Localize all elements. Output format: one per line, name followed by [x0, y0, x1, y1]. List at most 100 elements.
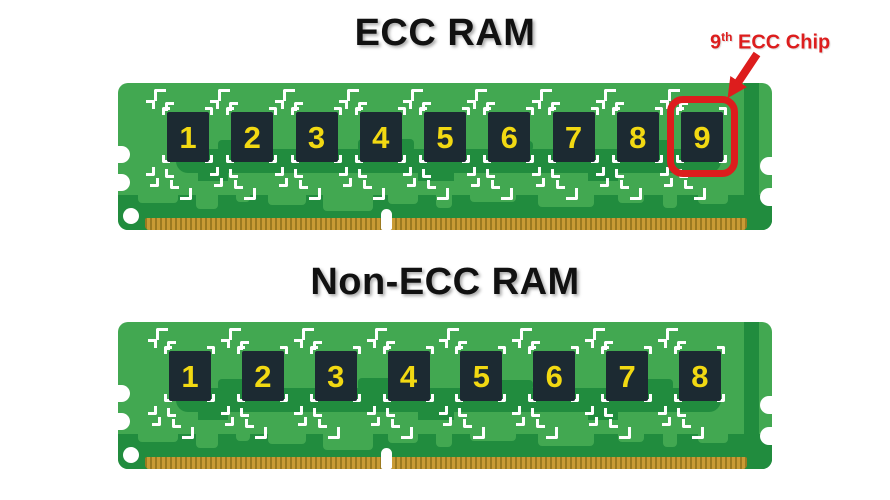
silkscreen-corner-mark: [236, 346, 245, 354]
silkscreen-corner-mark: [526, 107, 535, 115]
chip-slot: 2: [220, 322, 295, 469]
chip-number: 9: [693, 119, 711, 155]
silkscreen-corner-mark: [657, 406, 667, 415]
silkscreen-corner-mark: [352, 394, 361, 402]
pcb-splotch: [196, 434, 218, 448]
side-notch-left-bottom: [118, 174, 130, 191]
chip-slot: 7: [585, 322, 659, 469]
silkscreen-corner-mark: [290, 155, 299, 163]
silkscreen-corner-mark: [293, 406, 303, 415]
silkscreen-corner-mark: [239, 341, 249, 350]
silkscreen-corner-mark: [520, 328, 533, 340]
pcb-splotch: [138, 195, 178, 203]
silkscreen-corner-mark: [382, 394, 391, 402]
silkscreen-corner-mark: [611, 155, 620, 163]
silkscreen-corner-mark: [611, 107, 620, 115]
silkscreen-corner-mark: [526, 155, 535, 163]
silkscreen-corner-mark: [604, 408, 614, 417]
silkscreen-corner-mark: [228, 328, 241, 340]
silkscreen-corner-mark: [164, 394, 172, 402]
pcb-splotch: [436, 434, 452, 447]
silkscreen-corner-mark: [278, 178, 288, 187]
silkscreen-corner-mark: [254, 427, 267, 439]
silkscreen-corner-mark: [668, 89, 680, 101]
pcb-splotch: [196, 195, 218, 209]
silkscreen-corner-mark: [531, 341, 541, 350]
silkscreen-corner-mark: [593, 328, 606, 340]
silkscreen-corner-mark: [411, 89, 423, 101]
pcb-splotch: [663, 195, 677, 208]
silkscreen-corner-mark: [269, 155, 278, 163]
pcb-splotch: [388, 195, 418, 204]
silkscreen-corner-mark: [422, 169, 431, 178]
silkscreen-corner-mark: [501, 188, 514, 200]
pcb-splotch: [418, 410, 454, 420]
silkscreen-corner-mark: [312, 408, 322, 417]
silkscreen-corner-mark: [716, 394, 725, 402]
memory-chip-nonecc-3: 3: [314, 351, 357, 401]
silkscreen-corner-mark: [205, 155, 213, 163]
silkscreen-corner-mark: [293, 102, 303, 111]
side-notch-left-top: [118, 146, 130, 163]
silkscreen-corner-mark: [467, 167, 477, 176]
silkscreen-corner-mark: [366, 339, 376, 348]
silkscreen-corner-mark: [601, 346, 610, 354]
silkscreen-corner-mark: [148, 339, 157, 348]
silkscreen-corner-mark: [293, 339, 303, 348]
silkscreen-corner-mark: [447, 328, 460, 340]
chip-slot: 6: [467, 83, 539, 230]
silkscreen-corner-mark: [550, 102, 560, 111]
silkscreen-corner-mark: [491, 180, 501, 189]
silkscreen-corner-mark: [603, 89, 616, 101]
chip-slot: 4: [366, 322, 441, 469]
silkscreen-corner-mark: [146, 167, 155, 176]
silkscreen-corner-mark: [308, 188, 321, 200]
connector-key-notch: [381, 209, 392, 230]
silkscreen-corner-mark: [629, 188, 642, 200]
memory-chip-ecc-8: 8: [616, 112, 659, 162]
pcb-splotch: [744, 83, 759, 230]
silkscreen-corner-mark: [354, 155, 363, 163]
silkscreen-corner-mark: [148, 406, 157, 415]
memory-chip-nonecc-2: 2: [241, 351, 284, 401]
silkscreen-corner-mark: [218, 89, 231, 101]
silkscreen-corner-mark: [681, 419, 691, 428]
chip-number: 7: [564, 119, 583, 155]
silkscreen-corner-mark: [619, 180, 629, 189]
silkscreen-corner-mark: [665, 328, 678, 340]
chip-slot: 1: [148, 322, 222, 469]
silkscreen-corner-mark: [419, 155, 427, 163]
chip-slot: 8: [657, 322, 732, 469]
silkscreen-corner-mark: [676, 341, 686, 350]
side-notch-right-top: [760, 157, 772, 175]
silkscreen-corner-mark: [229, 169, 239, 178]
silkscreen-corner-mark: [156, 328, 168, 340]
silkscreen-corner-mark: [604, 341, 614, 350]
silkscreen-corner-mark: [180, 188, 192, 200]
silkscreen-corner-mark: [333, 155, 342, 163]
silkscreen-corner-mark: [439, 406, 449, 415]
silkscreen-corner-mark: [531, 408, 541, 417]
chip-number: 8: [629, 119, 647, 155]
pcb-splotch: [698, 195, 728, 204]
silkscreen-corner-mark: [269, 107, 278, 115]
silkscreen-corner-mark: [425, 394, 434, 402]
silkscreen-corner-mark: [210, 167, 220, 176]
silkscreen-corner-mark: [595, 100, 605, 109]
memory-chip-nonecc-4: 4: [387, 351, 430, 401]
memory-chip-nonecc-7: 7: [606, 351, 649, 401]
silkscreen-corner-mark: [458, 341, 468, 350]
ecc-chip-highlight-box: [667, 96, 738, 177]
ecc-title: ECC RAM: [354, 12, 536, 54]
silkscreen-corner-mark: [333, 107, 342, 115]
silkscreen-corner-mark: [486, 102, 496, 111]
silkscreen-corner-mark: [165, 169, 174, 178]
silkscreen-corner-mark: [372, 188, 385, 200]
pcb-splotch: [198, 410, 228, 420]
silkscreen-corner-mark: [338, 100, 348, 109]
memory-chip-ecc-4: 4: [359, 112, 402, 162]
silkscreen-corner-mark: [694, 188, 706, 200]
silkscreen-corner-mark: [475, 89, 488, 101]
silkscreen-corner-mark: [547, 155, 556, 163]
